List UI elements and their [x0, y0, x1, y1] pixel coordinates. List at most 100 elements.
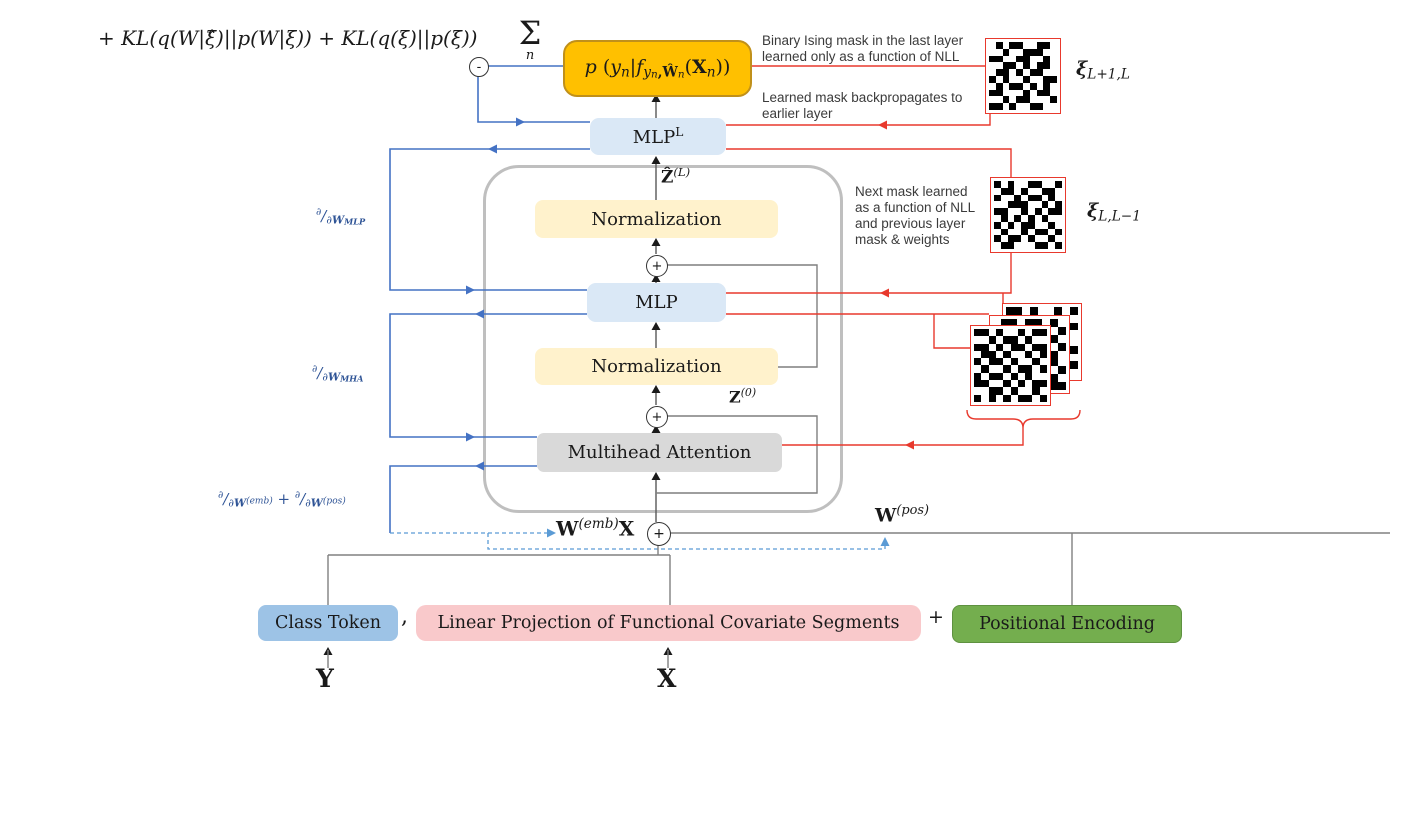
mask-cell [995, 329, 1004, 337]
minus-circle: - [469, 57, 489, 77]
mask-cell [1010, 372, 1018, 381]
embedding-wires [327, 532, 1390, 668]
mask-cell [1017, 365, 1026, 373]
mask-cell [1034, 221, 1042, 229]
mask-cell [1048, 194, 1056, 202]
mask-cell [1036, 62, 1044, 70]
mask-cell [1010, 343, 1018, 351]
math-segment: y [643, 64, 651, 81]
mask-cell [1048, 208, 1056, 215]
mask-cell [1002, 48, 1010, 56]
label-w-pos: W(pos) [875, 503, 929, 526]
blue-dashed-arrowheads [547, 528, 890, 546]
mask-cell [1014, 242, 1022, 249]
mask-cell [1036, 48, 1044, 56]
mask-cell [1049, 326, 1058, 335]
mask-cell [1002, 103, 1010, 110]
mask-cell [995, 103, 1003, 110]
mask-cell [1070, 361, 1078, 370]
mask-cell [1029, 55, 1037, 63]
red-mask-wires [726, 65, 1081, 446]
mask-cell [1003, 350, 1011, 359]
mlp-last-label: MLPL [633, 125, 684, 148]
math-segment: n [650, 68, 658, 81]
mask-cell [1050, 89, 1057, 97]
mask-cell [995, 69, 1003, 76]
mask-cell [1000, 187, 1008, 195]
mask-cell [1003, 329, 1011, 337]
mask-cell [1021, 242, 1028, 249]
mask-cell [1009, 69, 1017, 76]
mask-cell [1002, 62, 1010, 70]
math-segment: (emb) [578, 516, 619, 532]
mask-cell [1032, 365, 1040, 373]
mask-cell [1070, 345, 1078, 354]
mask-cell [1070, 369, 1078, 377]
mask-cell [1000, 208, 1008, 215]
mask-cell [974, 329, 982, 337]
mask-cell [1007, 214, 1015, 222]
mask-cell [1070, 338, 1078, 346]
mask-cell [1057, 334, 1066, 343]
mask-cell [1000, 228, 1008, 236]
mask-cell [974, 358, 982, 366]
mask-cell [1023, 82, 1030, 90]
mask-cell [1002, 89, 1010, 97]
mask-cell [995, 380, 1004, 388]
label-z-zero: Z(0) [729, 386, 756, 406]
mask-cell [1007, 235, 1015, 243]
mask-cell [1034, 181, 1042, 188]
mask-image-last-layer [985, 38, 1061, 114]
mask-cell [974, 365, 982, 373]
mask-cell [981, 372, 989, 381]
mask-cell [988, 365, 996, 373]
math-segment: X [691, 56, 707, 79]
mask-cell [994, 208, 1001, 215]
mask-cell [1034, 242, 1042, 249]
mask-cell [1002, 96, 1010, 104]
mask-cell [974, 387, 982, 395]
mask-cell [1017, 336, 1026, 344]
mask-cell [1050, 75, 1057, 83]
mask-cell [1002, 82, 1010, 90]
mask-cell [1070, 307, 1078, 315]
mask-cell [1041, 221, 1049, 229]
mask-cell [1048, 235, 1056, 243]
mask-cell [1043, 75, 1051, 83]
mask-cell [1043, 96, 1051, 104]
comma-separator: , [401, 604, 408, 629]
transformer-block-container [483, 165, 843, 513]
mask-cell [1014, 214, 1022, 222]
mask-cell [989, 96, 996, 104]
mask-cell [1009, 82, 1017, 90]
mask-cell [1043, 82, 1051, 90]
mask-cell [1023, 48, 1030, 56]
mask-cell [1034, 214, 1042, 222]
mask-cell [1021, 208, 1028, 215]
mask-cell [1049, 350, 1058, 359]
block-mlp-last: MLPL [590, 118, 726, 155]
math-segment: ,Ŵ [657, 64, 678, 81]
mask-cell [1000, 201, 1008, 209]
mask-cell [994, 187, 1001, 195]
mask-cell [1025, 380, 1033, 388]
mask-cell [989, 69, 996, 76]
mask-cell [1029, 75, 1037, 83]
mask-cell [1000, 235, 1008, 243]
mask-cell [1009, 42, 1017, 49]
label-xi-last: ξL+1,L [1076, 58, 1130, 82]
mask-cell [1010, 365, 1018, 373]
math-segment: ∂ [312, 364, 318, 375]
math-segment: MHA [340, 373, 364, 384]
math-segment: L [675, 125, 684, 139]
mask-cell [1041, 201, 1049, 209]
mask-cell [1048, 228, 1056, 236]
mask-cell [1039, 394, 1047, 402]
sum-operator: Σ n [508, 17, 552, 63]
mask-cell [1048, 221, 1056, 229]
mask-cell [1025, 336, 1033, 344]
mask-cell [1023, 62, 1030, 70]
mask-cell [974, 380, 982, 388]
gradient-label-emb-pos: ∂/∂W(emb) + ∂/∂W(pos) [218, 490, 346, 510]
mask-cell [1028, 187, 1035, 195]
